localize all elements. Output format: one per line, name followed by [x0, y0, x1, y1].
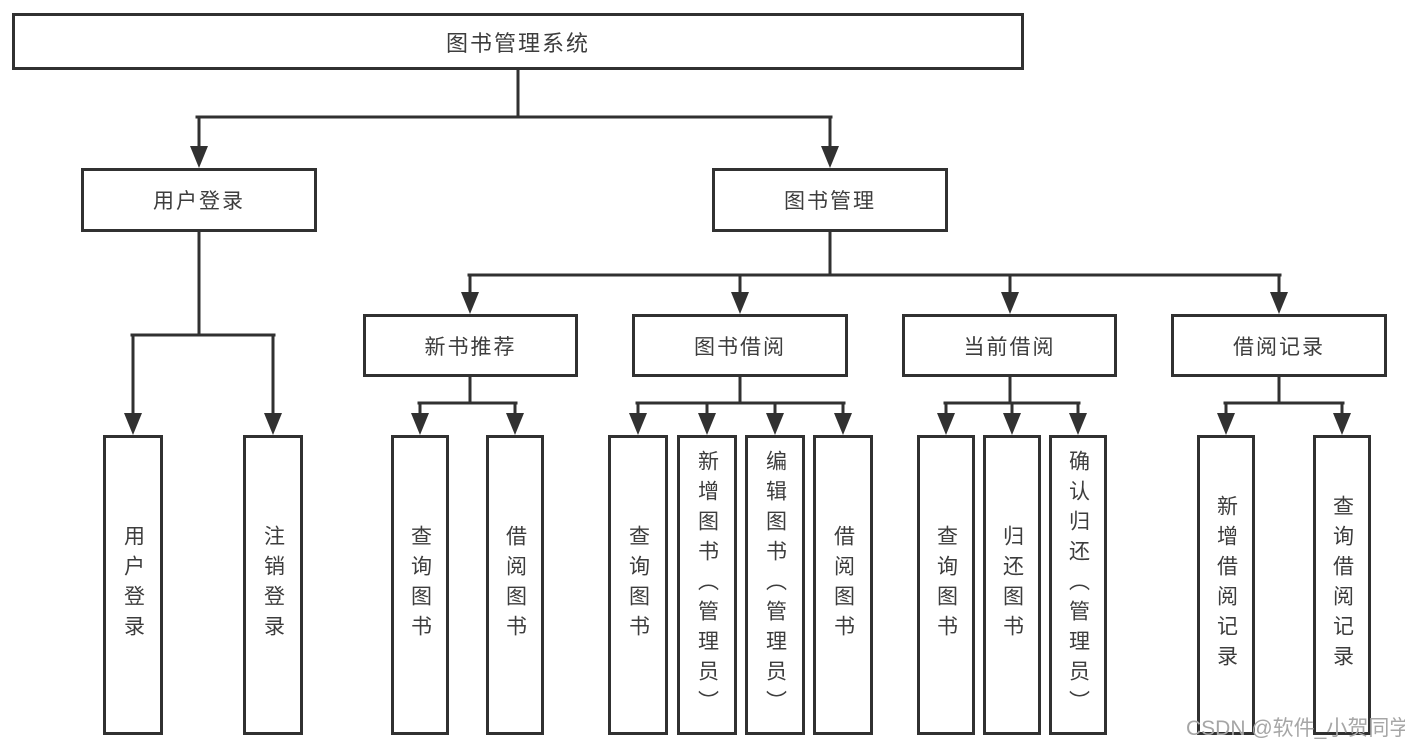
arrowhead	[629, 413, 647, 435]
arrowhead	[937, 413, 955, 435]
node-borrow-records: 借阅记录	[1171, 314, 1387, 377]
leaf-logout-label: 注销登录	[261, 525, 285, 645]
node-user-login-branch: 用户登录	[81, 168, 317, 232]
arrowhead	[766, 413, 784, 435]
leaf-return-book-label: 归还图书	[1000, 525, 1024, 645]
node-current-borrowing-label: 当前借阅	[963, 335, 1056, 359]
arrowhead	[1003, 413, 1021, 435]
arrowhead	[698, 413, 716, 435]
arrowhead	[1217, 413, 1235, 435]
arrowhead	[731, 292, 749, 314]
leaf-add-book-admin: 新增图书（管理员）	[677, 435, 737, 735]
leaf-borrow-books-2-label: 借阅图书	[831, 525, 855, 645]
leaf-return-book: 归还图书	[983, 435, 1041, 735]
node-user-login-branch-label: 用户登录	[153, 190, 245, 213]
arrowhead	[834, 413, 852, 435]
leaf-edit-book-admin-label: 编辑图书（管理员）	[763, 450, 787, 720]
leaf-borrow-books-1-label: 借阅图书	[503, 525, 527, 645]
leaf-query-books-2-label: 查询图书	[626, 525, 650, 645]
node-root-label: 图书管理系统	[445, 30, 590, 56]
node-book-management-label: 图书管理	[784, 190, 876, 213]
arrowhead	[264, 413, 282, 435]
leaf-query-books-1-label: 查询图书	[408, 525, 432, 645]
leaf-user-login-label: 用户登录	[121, 525, 145, 645]
leaf-confirm-return-admin: 确认归还（管理员）	[1049, 435, 1107, 735]
connector-path	[130, 68, 1345, 418]
arrowhead	[461, 292, 479, 314]
arrowhead	[506, 413, 524, 435]
leaf-query-books-2: 查询图书	[608, 435, 668, 735]
arrowhead	[1333, 413, 1351, 435]
leaf-logout: 注销登录	[243, 435, 303, 735]
arrowhead	[1270, 292, 1288, 314]
csdn-watermark: CSDN @软件_小贺同学	[1186, 717, 1405, 740]
leaf-edit-book-admin: 编辑图书（管理员）	[745, 435, 805, 735]
leaf-query-borrow-record-label: 查询借阅记录	[1330, 495, 1354, 675]
leaf-borrow-books-1: 借阅图书	[486, 435, 544, 735]
node-new-book-recommend: 新书推荐	[363, 314, 578, 377]
node-new-book-recommend-label: 新书推荐	[424, 335, 517, 359]
leaf-query-borrow-record: 查询借阅记录	[1313, 435, 1371, 735]
node-borrow-records-label: 借阅记录	[1233, 335, 1325, 359]
leaf-confirm-return-admin-label: 确认归还（管理员）	[1066, 450, 1090, 720]
node-book-management: 图书管理	[712, 168, 948, 232]
arrowhead	[1001, 292, 1019, 314]
leaf-user-login: 用户登录	[103, 435, 163, 735]
leaf-query-books-3: 查询图书	[917, 435, 975, 735]
leaf-query-books-3-label: 查询图书	[934, 525, 958, 645]
arrowhead	[821, 146, 839, 168]
leaf-add-borrow-record: 新增借阅记录	[1197, 435, 1255, 735]
node-book-borrowing-label: 图书借阅	[694, 335, 786, 359]
leaf-query-books-1: 查询图书	[391, 435, 449, 735]
leaf-add-borrow-record-label: 新增借阅记录	[1214, 495, 1238, 675]
arrowhead	[124, 413, 142, 435]
node-book-borrowing: 图书借阅	[632, 314, 848, 377]
arrowhead	[190, 146, 208, 168]
node-root: 图书管理系统	[12, 13, 1024, 70]
arrowhead	[411, 413, 429, 435]
leaf-borrow-books-2: 借阅图书	[813, 435, 873, 735]
arrowhead	[1069, 413, 1087, 435]
node-current-borrowing: 当前借阅	[902, 314, 1117, 377]
leaf-add-book-admin-label: 新增图书（管理员）	[695, 450, 719, 720]
